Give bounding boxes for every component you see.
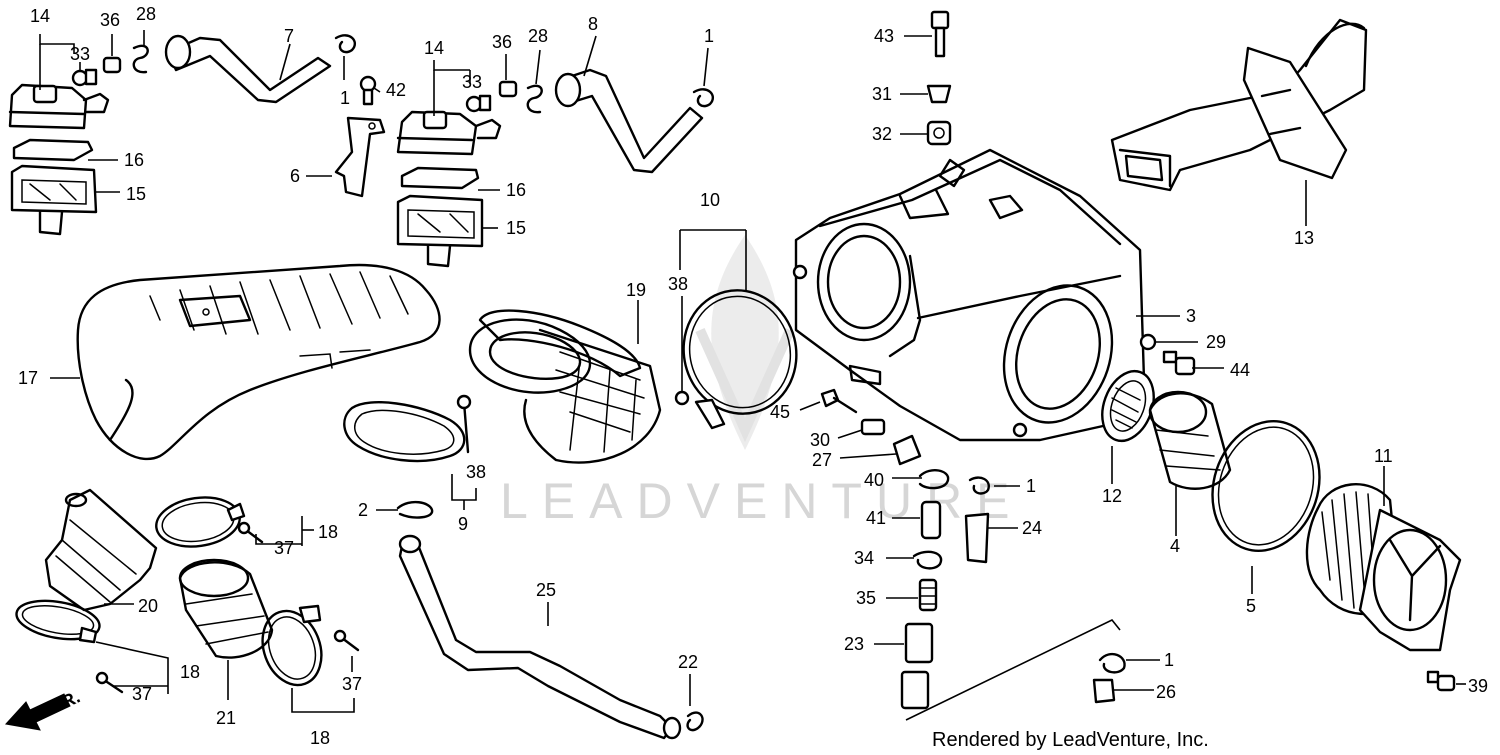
callout-16-middle: 16 [506,180,526,200]
hose-7 [164,34,332,104]
callout-18-top: 18 [318,522,338,542]
breather-box-middle [396,110,502,268]
callout-10: 10 [700,190,720,210]
air-cover-17 [76,263,441,461]
watermark-logo [695,235,795,450]
callout-15-left: 15 [126,184,146,204]
connecting-boot-19 [468,309,662,464]
insulator-20 [44,488,158,612]
drain-assembly [900,469,1126,721]
callout-30: 30 [810,430,830,450]
tube-21 [178,558,274,659]
callout-24: 24 [1022,518,1042,538]
front-arrow-icon [5,693,71,731]
hose-8 [554,68,715,174]
clip-2 [396,500,434,519]
callout-12: 12 [1102,486,1122,506]
air-cleaner-case-3 [792,148,1146,442]
callout-18-lower-left: 18 [180,662,200,682]
callout-34: 34 [854,548,874,568]
clamp-band-10 [674,289,798,430]
clamp-18-top [155,496,264,548]
callout-3: 3 [1186,306,1196,326]
callout-19: 19 [626,280,646,300]
callout-2: 2 [358,500,368,520]
watermark-text: LEADVENTURE [500,473,1024,529]
callout-35: 35 [856,588,876,608]
credit-text: Rendered by LeadVenture, Inc. [932,729,1209,751]
callout-27: 27 [812,450,832,470]
callout-28-middle: 28 [528,26,548,46]
callout-numbers: 14 36 28 33 7 1 42 16 15 6 14 36 28 33 8… [18,4,1488,748]
callout-16-left: 16 [124,150,144,170]
callout-28-left: 28 [136,4,156,24]
callout-38-upper: 38 [668,274,688,294]
callout-38-lower: 38 [466,462,486,482]
callout-29: 29 [1206,332,1226,352]
air-filter-element-11 [1305,483,1462,652]
callout-33-left: 33 [70,44,90,64]
callout-17: 17 [18,368,38,388]
clip-22 [686,711,704,732]
callout-39: 39 [1468,676,1488,696]
callout-14-left: 14 [30,6,50,26]
callout-37-top: 37 [274,538,294,558]
callout-36-left: 36 [100,10,120,30]
callout-1-bottom: 1 [1164,650,1174,670]
callout-1-middle: 1 [1026,476,1036,496]
callout-43: 43 [874,26,894,46]
gasket-9 [343,394,472,463]
leader-lines [39,30,1466,713]
callout-5: 5 [1246,596,1256,616]
bolt-39 [1426,670,1456,692]
callout-9: 9 [458,514,468,534]
callout-4: 4 [1170,536,1180,556]
callout-1-left: 1 [340,88,350,108]
callout-36-middle: 36 [492,32,512,52]
callout-45: 45 [770,402,790,422]
callout-32: 32 [872,124,892,144]
callout-8: 8 [588,14,598,34]
callout-25: 25 [536,580,556,600]
callout-37-lower-mid: 37 [342,674,362,694]
callout-40: 40 [864,470,884,490]
clip-1-left [334,34,377,106]
callout-7: 7 [284,26,294,46]
hardware-left [71,44,149,87]
callout-14-middle: 14 [424,38,444,58]
callout-22: 22 [678,652,698,672]
callout-31: 31 [872,84,892,104]
tube-25 [398,534,682,740]
callout-21: 21 [216,708,236,728]
bracket-6 [334,116,386,198]
seal-ring-5 [1211,420,1321,552]
callout-18-lower-mid: 18 [310,728,330,748]
callout-42: 42 [386,80,406,100]
intake-duct-13 [1110,18,1368,192]
case-top-hardware [926,10,952,146]
callout-15-middle: 15 [506,218,526,238]
callout-20: 20 [138,596,158,616]
boot-4 [1148,390,1232,490]
callout-33-middle: 33 [462,72,482,92]
hardware-middle [465,80,543,114]
callout-41: 41 [866,508,886,528]
callout-6: 6 [290,166,300,186]
callout-1-top: 1 [704,26,714,46]
callout-44: 44 [1230,360,1250,380]
callout-26: 26 [1156,682,1176,702]
callout-37-lower-left: 37 [132,684,152,704]
clamp-18-lower-mid [261,604,360,687]
callout-23: 23 [844,634,864,654]
clamp-18-lower-left [15,599,124,694]
callout-11: 11 [1374,446,1393,466]
case-bolts [820,333,1196,466]
callout-13: 13 [1294,228,1314,248]
